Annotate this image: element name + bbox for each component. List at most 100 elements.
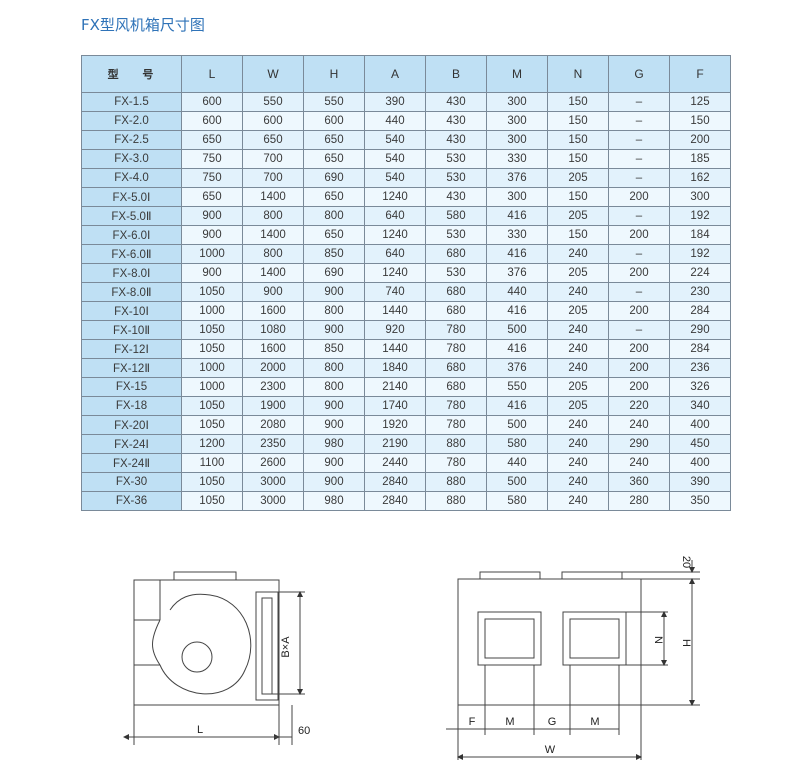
value-cell: 1050 [181, 320, 243, 340]
model-cell: FX-10Ⅰ [81, 301, 182, 321]
value-cell: 430 [425, 187, 487, 207]
value-cell: 980 [303, 434, 365, 454]
value-cell: 880 [425, 491, 487, 511]
value-cell: 900 [303, 453, 365, 473]
value-cell: 500 [486, 472, 548, 492]
value-cell: 340 [669, 396, 731, 416]
value-cell: 240 [547, 358, 609, 378]
value-cell: 290 [669, 320, 731, 340]
value-cell: 230 [669, 282, 731, 302]
model-cell: FX-12Ⅱ [81, 358, 182, 378]
value-cell: 680 [425, 244, 487, 264]
value-cell: 900 [303, 396, 365, 416]
value-cell: 416 [486, 244, 548, 264]
value-cell: 350 [669, 491, 731, 511]
front-label-M-left: M [505, 716, 514, 728]
value-cell: 150 [547, 225, 609, 245]
value-cell: 400 [669, 415, 731, 435]
value-cell: 750 [181, 149, 243, 169]
value-cell: 236 [669, 358, 731, 378]
value-cell: 3000 [242, 491, 304, 511]
column-header: M [486, 55, 548, 93]
value-cell: 550 [303, 92, 365, 112]
value-cell: 200 [669, 130, 731, 150]
value-cell: 416 [486, 339, 548, 359]
value-cell: 376 [486, 168, 548, 188]
value-cell: 390 [669, 472, 731, 492]
value-cell: 1050 [181, 415, 243, 435]
model-cell: FX-8.0Ⅰ [81, 263, 182, 283]
value-cell: 1200 [181, 434, 243, 454]
value-cell: 980 [303, 491, 365, 511]
value-cell: 205 [547, 168, 609, 188]
value-cell: 540 [364, 149, 426, 169]
value-cell: 200 [608, 339, 670, 359]
value-cell: 1240 [364, 225, 426, 245]
front-label-H: H [680, 639, 692, 647]
value-cell: 780 [425, 453, 487, 473]
value-cell: 280 [608, 491, 670, 511]
value-cell: 240 [547, 453, 609, 473]
fan-inlet-circle [181, 641, 213, 673]
value-cell: 1050 [181, 491, 243, 511]
value-cell: 650 [303, 149, 365, 169]
value-cell: 800 [303, 206, 365, 226]
model-cell: FX-30 [81, 472, 182, 492]
value-cell: 600 [242, 111, 304, 131]
model-cell: FX-20Ⅰ [81, 415, 182, 435]
value-cell: 300 [669, 187, 731, 207]
value-cell: 300 [486, 187, 548, 207]
value-cell: 150 [547, 92, 609, 112]
value-cell: 200 [608, 358, 670, 378]
value-cell: 1900 [242, 396, 304, 416]
model-cell: FX-24Ⅱ [81, 453, 182, 473]
model-cell: FX-36 [81, 491, 182, 511]
front-label-M-right: M [590, 716, 599, 728]
value-cell: 185 [669, 149, 731, 169]
value-cell: 184 [669, 225, 731, 245]
value-cell: 2840 [364, 472, 426, 492]
value-cell: 284 [669, 301, 731, 321]
value-cell: 290 [608, 434, 670, 454]
value-cell: – [608, 111, 670, 131]
value-cell: 800 [242, 206, 304, 226]
front-label-20: 20 [680, 556, 692, 568]
model-cell: FX-2.5 [81, 130, 182, 150]
value-cell: – [608, 130, 670, 150]
value-cell: 430 [425, 92, 487, 112]
value-cell: 240 [547, 415, 609, 435]
outlet-right-outer [562, 611, 627, 666]
column-header: F [669, 55, 731, 93]
value-cell: 900 [181, 225, 243, 245]
value-cell: 1740 [364, 396, 426, 416]
column-header: A [364, 55, 426, 93]
model-cell: FX-12Ⅰ [81, 339, 182, 359]
value-cell: 1600 [242, 339, 304, 359]
value-cell: 1080 [242, 320, 304, 340]
outlet-opening [261, 597, 273, 695]
value-cell: 540 [364, 130, 426, 150]
value-cell: 1050 [181, 339, 243, 359]
value-cell: 1400 [242, 263, 304, 283]
value-cell: 2080 [242, 415, 304, 435]
outlet-left-inner [484, 618, 535, 659]
value-cell: 690 [303, 263, 365, 283]
value-cell: 1240 [364, 263, 426, 283]
value-cell: 1400 [242, 225, 304, 245]
front-view-drawing [446, 560, 700, 760]
value-cell: 680 [425, 377, 487, 397]
value-cell: 300 [486, 92, 548, 112]
